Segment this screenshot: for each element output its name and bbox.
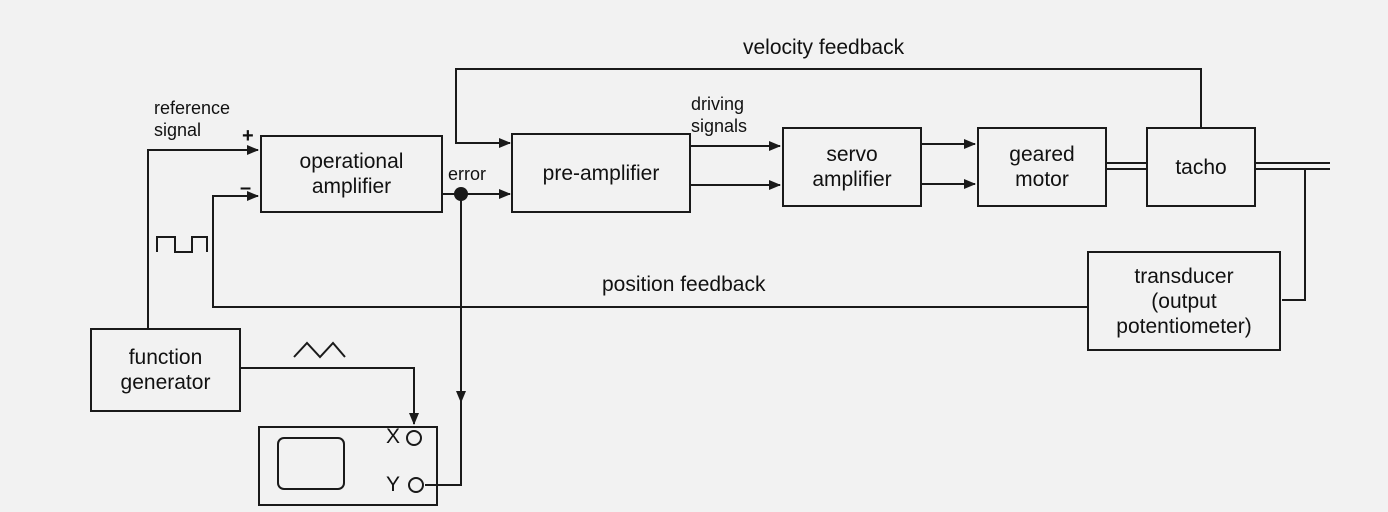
- oscilloscope-x-terminal: [406, 430, 422, 446]
- oscilloscope-y-terminal: [408, 477, 424, 493]
- oscilloscope-y-label: Y: [386, 473, 401, 496]
- error-label: error: [448, 164, 487, 184]
- oscilloscope-screen: [277, 437, 345, 490]
- reference-signal-label: reference signal: [154, 98, 231, 140]
- function-generator-block: function generator: [90, 328, 241, 412]
- triangle-wave-icon: [293, 341, 346, 359]
- error-junction-dot: [454, 187, 468, 201]
- square-wave-icon: [156, 236, 208, 253]
- position-feedback-line: [212, 191, 1087, 308]
- shaft-to-transducer-line: [1282, 169, 1306, 301]
- position-feedback-label: position feedback: [602, 273, 766, 296]
- velocity-feedback-line: [455, 68, 1202, 148]
- transducer-block: transducer (output potentiometer): [1087, 251, 1281, 351]
- oscilloscope-body: [258, 426, 438, 506]
- driving-signals-label: driving signals: [691, 94, 748, 136]
- plus-sign-label: +: [242, 125, 254, 147]
- triangle-to-scope-line: [240, 367, 419, 425]
- pre-amplifier-block: pre-amplifier: [511, 133, 691, 213]
- oscilloscope-x-label: X: [386, 425, 401, 448]
- scope-y-line: [425, 400, 462, 486]
- reference-signal-line: [147, 145, 259, 328]
- tacho-block: tacho: [1146, 127, 1256, 207]
- operational-amplifier-block: operational amplifier: [260, 135, 443, 213]
- servo-amplifier-block: servo amplifier: [782, 127, 922, 207]
- geared-motor-block: geared motor: [977, 127, 1107, 207]
- minus-sign-label: –: [240, 177, 252, 199]
- velocity-feedback-label: velocity feedback: [743, 36, 905, 59]
